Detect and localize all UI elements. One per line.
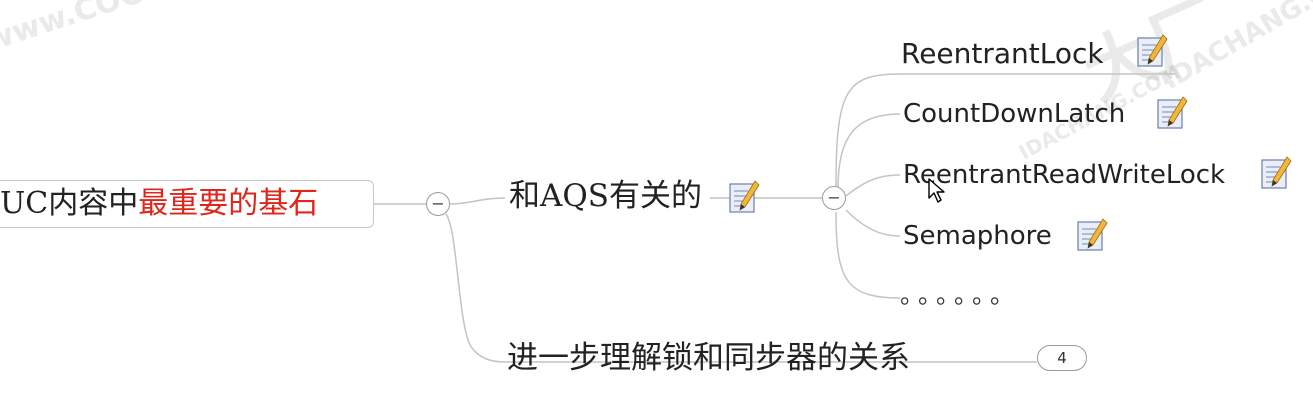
connector-child-reentrantlock (835, 73, 1175, 187)
root-topic-text: UC内容中 (0, 186, 139, 221)
note-icon[interactable] (1156, 96, 1188, 130)
note-icon[interactable] (1136, 34, 1168, 68)
connector-child-countdownlatch (837, 113, 901, 189)
child-topic-countdownlatch[interactable]: CountDownLatch (903, 99, 1126, 129)
collapse-icon[interactable]: − (426, 192, 450, 216)
note-icon[interactable] (1076, 218, 1108, 252)
cursor-icon (928, 178, 945, 203)
connector-branch-aqs (449, 197, 506, 205)
branch-topic-aqs[interactable]: 和AQS有关的 (509, 178, 703, 214)
child-topic-ellipsis[interactable]: 。。。。。。 (900, 281, 1020, 309)
root-topic-box[interactable] (0, 180, 374, 228)
child-topic-reentrantreadwritelock[interactable]: ReentrantReadWriteLock (903, 160, 1226, 190)
root-topic-highlight: 最重要的基石 (138, 186, 319, 221)
child-topic-semaphore[interactable]: Semaphore (903, 221, 1052, 251)
collapse-icon[interactable]: − (822, 186, 846, 210)
connector-branch-relation (445, 213, 506, 363)
collapsed-count-badge[interactable]: 4 (1037, 345, 1087, 371)
connector-child-rrwl (845, 174, 901, 197)
root-topic-label[interactable]: UC内容中最重要的基石 (0, 184, 318, 224)
branch-topic-relation[interactable]: 进一步理解锁和同步器的关系 (507, 340, 910, 376)
connector-child-ellipsis (835, 211, 901, 299)
note-icon[interactable] (1260, 156, 1292, 190)
note-icon[interactable] (728, 180, 760, 214)
child-topic-reentrantlock[interactable]: ReentrantLock (901, 37, 1104, 70)
connector-child-semaphore (845, 209, 901, 237)
